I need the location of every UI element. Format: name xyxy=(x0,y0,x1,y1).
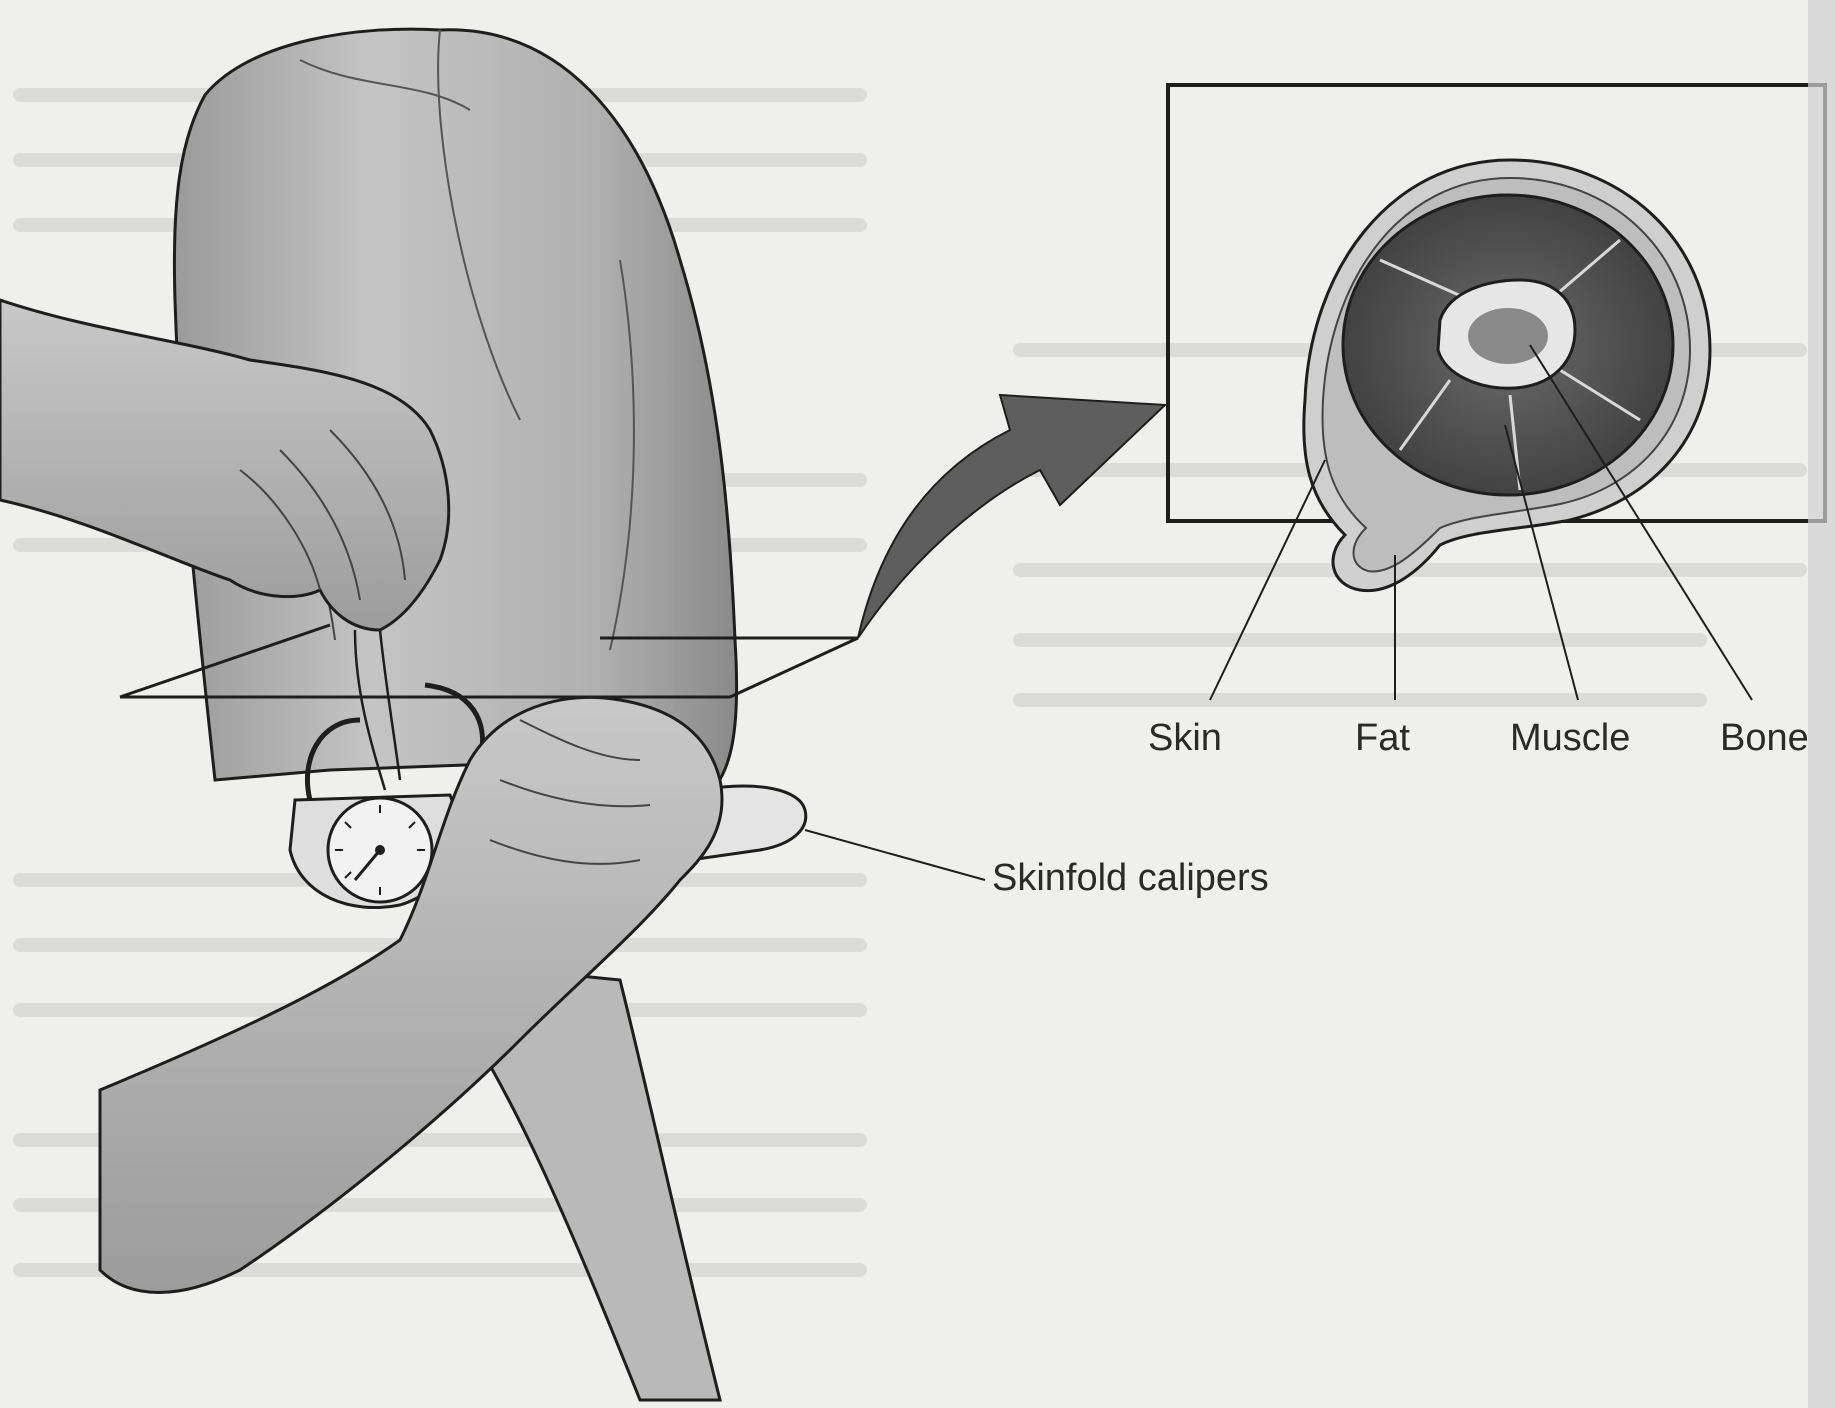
curved-arrow xyxy=(858,395,1165,638)
label-bone: Bone xyxy=(1720,717,1809,759)
label-skinfold-calipers: Skinfold calipers xyxy=(992,857,1269,899)
label-skin: Skin xyxy=(1148,717,1222,759)
label-muscle: Muscle xyxy=(1510,717,1630,759)
page-edge-shadow xyxy=(1808,0,1835,1408)
cross-section xyxy=(1304,160,1710,591)
label-fat: Fat xyxy=(1355,717,1410,759)
